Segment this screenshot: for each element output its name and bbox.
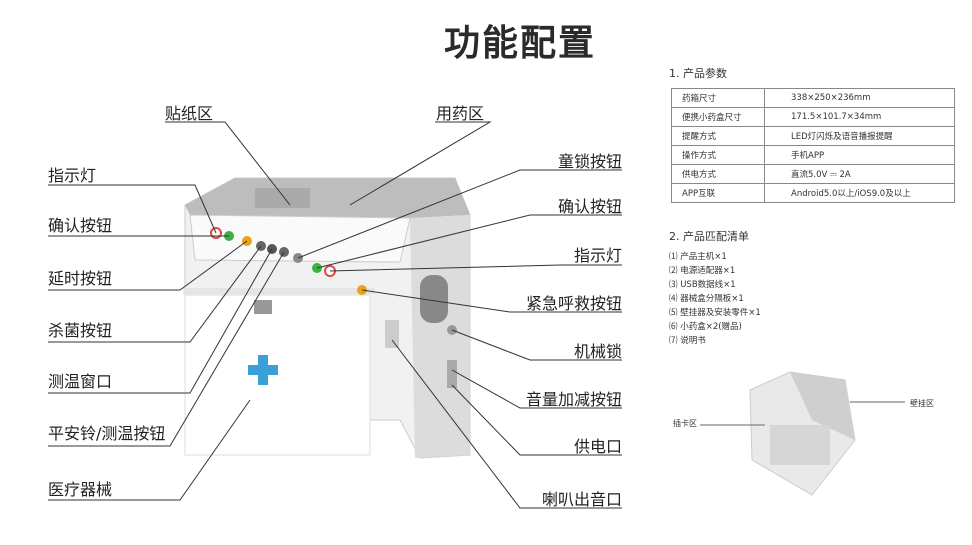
label-volume-buttons: 音量加减按钮 [526,386,622,410]
label-power-port: 供电口 [574,433,622,457]
label-confirm-button: 确认按钮 [48,212,112,236]
table-row: 操作方式手机APP [672,146,955,165]
package-heading: 2. 产品匹配清单 [669,228,749,244]
params-table: 药箱尺寸338×250×236mm 便携小药盒尺寸171.5×101.7×34m… [671,88,955,203]
param-key: 提醒方式 [672,127,765,146]
label-safety-bell: 平安铃/测温按钮 [48,420,165,444]
sticker-area [255,188,310,208]
label-child-lock: 童锁按钮 [558,148,622,172]
label-medication-area: 用药区 [436,100,484,124]
param-value: 338×250×236mm [765,89,955,108]
label-emergency-button: 紧急呼救按钮 [526,290,622,314]
list-item: ⑴ 产品主机×1 [669,250,727,262]
device-side [410,215,470,458]
list-item: ⑵ 电源适配器×1 [669,264,735,276]
label-indicator-light: 指示灯 [48,162,96,186]
param-key: 操作方式 [672,146,765,165]
param-value: Android5.0以上/iOS9.0及以上 [765,184,955,203]
list-item: ⑺ 说明书 [669,334,706,346]
params-heading: 1. 产品参数 [669,65,727,81]
param-key: 药箱尺寸 [672,89,765,108]
param-value: 171.5×101.7×34mm [765,108,955,127]
param-value: 手机APP [765,146,955,165]
list-item: ⑷ 器械盒分隔板×1 [669,292,744,304]
param-value: LED灯闪烁及语音播报提醒 [765,127,955,146]
table-row: 供电方式直流5.0V ⎓ 2A [672,165,955,184]
table-row: 便携小药盒尺寸171.5×101.7×34mm [672,108,955,127]
label-mechanical-lock: 机械锁 [574,338,622,362]
param-key: 供电方式 [672,165,765,184]
label-delay-button: 延时按钮 [48,265,112,289]
label-temp-window: 测温窗口 [48,368,112,392]
label-speaker: 喇叭出音口 [542,486,622,510]
table-row: APP互联Android5.0以上/iOS9.0及以上 [672,184,955,203]
label-indicator-right: 指示灯 [574,242,622,266]
label-card-area: 插卡区 [673,418,697,429]
param-value: 直流5.0V ⎓ 2A [765,165,955,184]
param-key: APP互联 [672,184,765,203]
list-item: ⑹ 小药盒×2(赠品) [669,320,742,332]
table-row: 药箱尺寸338×250×236mm [672,89,955,108]
label-wall-area: 壁挂区 [910,398,934,409]
list-item: ⑸ 壁挂器及安装零件×1 [669,306,761,318]
label-sterilize-button: 杀菌按钮 [48,317,112,341]
param-key: 便携小药盒尺寸 [672,108,765,127]
table-row: 提醒方式LED灯闪烁及语音播报提醒 [672,127,955,146]
label-medical-devices: 医疗器械 [48,476,112,500]
label-sticker-area: 贴纸区 [165,100,213,124]
label-confirm-button-right: 确认按钮 [558,193,622,217]
list-item: ⑶ USB数据线×1 [669,278,736,290]
device-top [185,178,470,218]
